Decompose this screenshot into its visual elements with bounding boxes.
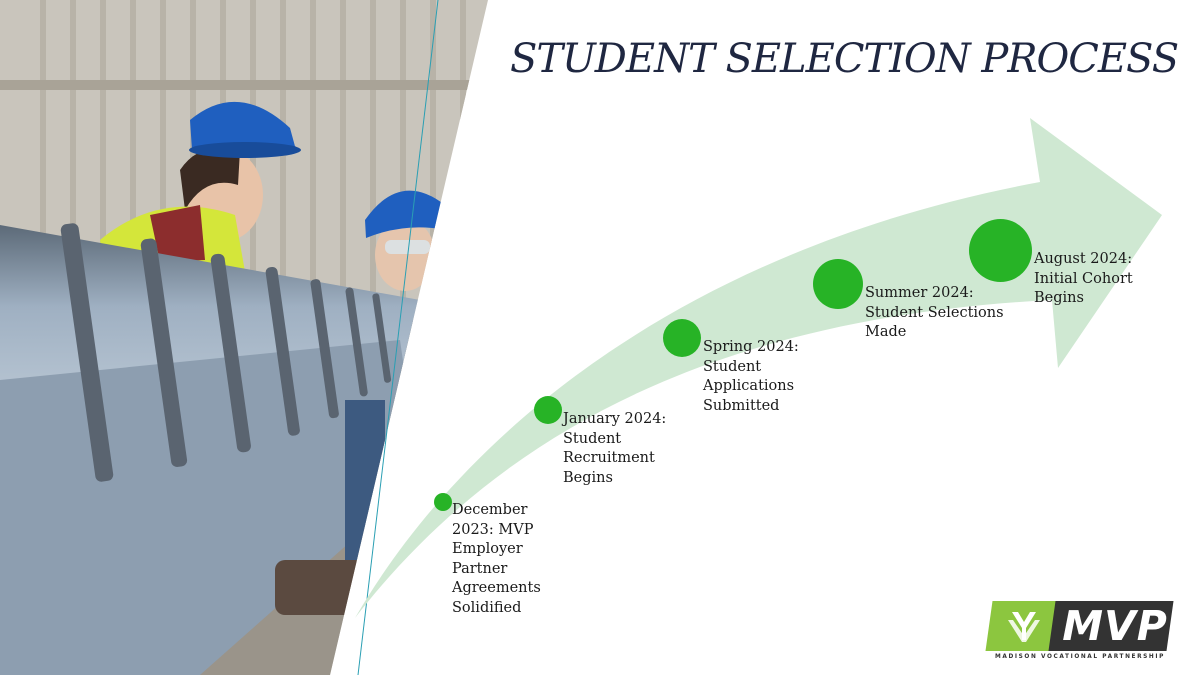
milestone-dot-1 (434, 493, 452, 511)
milestone-label-5: August 2024: Initial Cohort Begins (1034, 251, 1133, 306)
milestone-label-1: December 2023: MVP Employer Partner Agre… (452, 502, 541, 616)
logo-text: MVP (1062, 602, 1168, 650)
milestone-label-3: Spring 2024: Student Applications Submit… (703, 339, 799, 414)
mvp-logo: MVP MADISON VOCATIONAL PARTNERSHIP (985, 601, 1174, 663)
pipe-clamps (60, 223, 392, 482)
milestone-dot-4 (813, 259, 863, 309)
milestone-dot-5 (969, 219, 1032, 282)
sprout-icon (1008, 612, 1040, 642)
milestone-label-4: Summer 2024: Student Selections Made (865, 285, 1004, 340)
milestone-dot-2 (534, 396, 562, 424)
worker-right (365, 190, 446, 291)
logo-tagline: MADISON VOCATIONAL PARTNERSHIP (995, 654, 1165, 660)
slide-title: STUDENT SELECTION PROCESS (510, 36, 1179, 82)
milestone-dot-3 (663, 319, 701, 357)
milestone-label-2: January 2024: Student Recruitment Begins (563, 411, 667, 486)
